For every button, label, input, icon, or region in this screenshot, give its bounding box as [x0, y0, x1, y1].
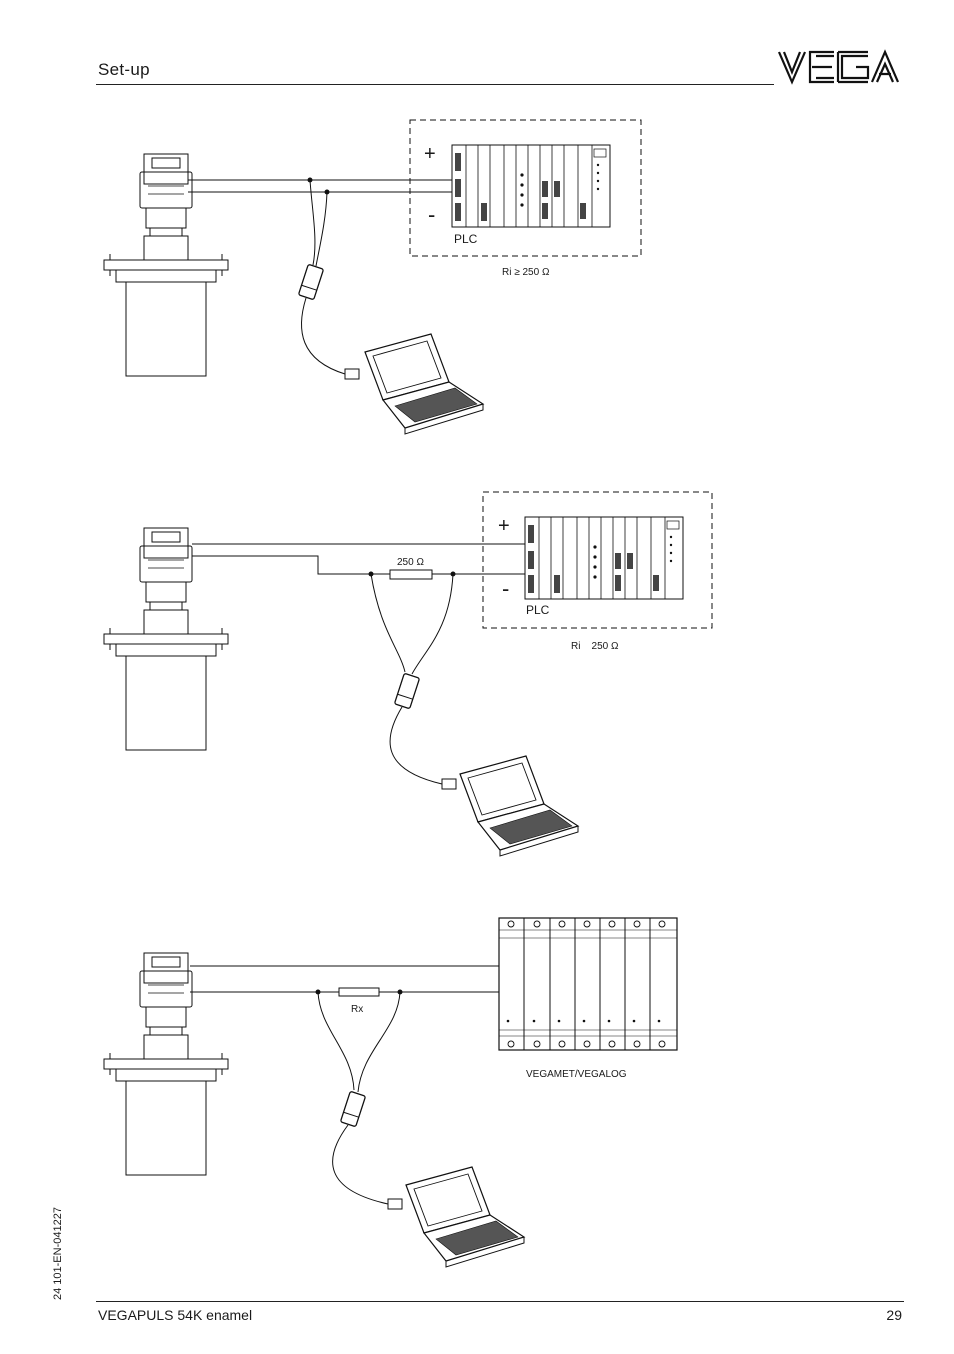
plc2-label: PLC: [526, 603, 550, 617]
sensor-1: [103, 153, 229, 377]
plc2-plus-sign: +: [498, 515, 510, 537]
document-code: 24 101-EN-041227: [52, 1207, 64, 1300]
resistor-rx-label: Rx: [351, 1004, 363, 1015]
vegamet-vegalog-label: VEGAMET/VEGALOG: [526, 1069, 627, 1080]
plc2-minus-sign: -: [502, 576, 509, 601]
page-number: 29: [886, 1307, 902, 1323]
vegamet-rack: [498, 917, 678, 1051]
footer-divider: [96, 1301, 904, 1302]
page-section-title: Set-up: [98, 60, 150, 79]
plc-1: [451, 144, 611, 228]
header-divider: [96, 84, 774, 85]
plc-2: [524, 516, 684, 600]
plc1-plus-sign: +: [424, 143, 436, 165]
vega-logo: [777, 49, 900, 85]
plc2-ri-note: Ri 250 Ω: [571, 641, 619, 652]
plc-frame-1: [409, 119, 642, 257]
plc1-minus-sign: -: [428, 202, 435, 227]
plc1-label: PLC: [454, 232, 478, 246]
plc1-ri-note: Ri ≥ 250 Ω: [502, 267, 550, 278]
sensor-2: [103, 527, 229, 751]
footer-product-name: VEGAPULS 54K enamel: [98, 1307, 253, 1323]
resistor-250-label: 250 Ω: [397, 557, 424, 568]
sensor-3: [103, 952, 229, 1176]
plc-frame-2: [482, 491, 713, 629]
